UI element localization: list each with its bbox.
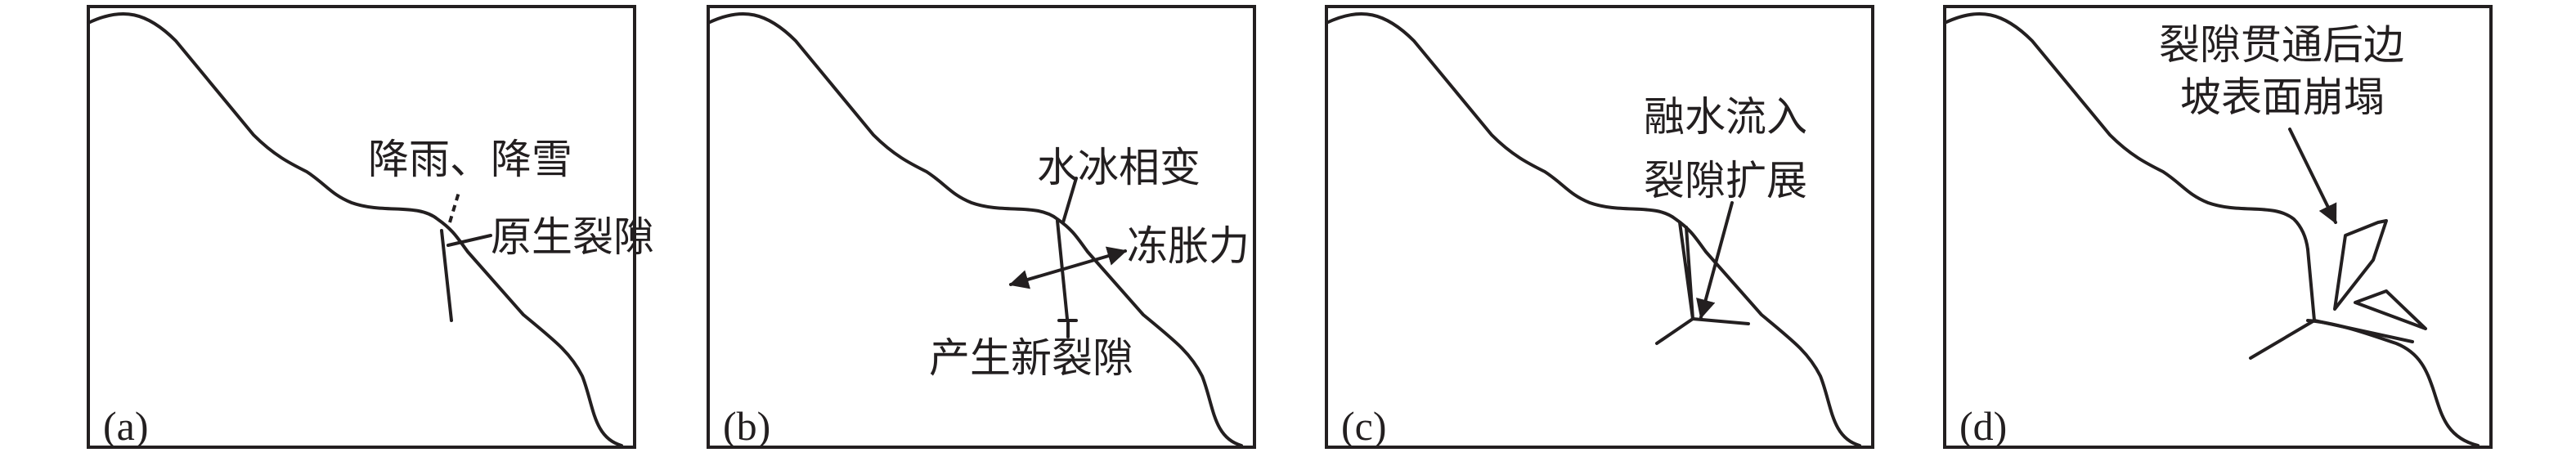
panel-d: 裂隙贯通后边 坡表面崩塌 (d) [1943,5,2493,449]
panel-c: 融水流入 裂隙扩展 (c) [1325,5,1874,449]
annotation-precipitation: 降雨、降雪 [368,136,572,183]
annotation-crack-expansion: 裂隙扩展 [1644,157,1807,204]
leader-line-a [447,234,492,247]
crack-branch-left-d [2249,319,2316,360]
panel-b-frame [707,5,1256,449]
slope-profile-d [1943,12,2309,251]
precipitation-mark-a [448,189,461,223]
annotation-crack-through: 裂隙贯通后边 [2159,21,2404,69]
panel-d-label: (d) [1959,403,2007,449]
collapsed-block-upper [2333,219,2388,311]
panel-a-label: (a) [103,403,149,449]
collapsed-block-lower [2354,289,2427,330]
slope-profile-b [707,12,1243,447]
slope-profile-a [87,12,623,447]
meltwater-arrow [1696,201,1734,320]
panel-c-frame [1325,5,1874,449]
panel-a: 降雨、降雪 原生裂隙 (a) [87,5,654,449]
crack-branch-left-c [1655,317,1694,345]
collapse-arrow [2288,128,2337,225]
slope-lower-d [2306,319,2480,447]
phase-change-leader-b [1061,177,1078,224]
annotation-surface-collapse: 坡表面崩塌 [2180,74,2385,121]
primary-crack-a [440,229,453,322]
crack-branch-right-c [1691,317,1750,325]
widened-crack-c [1678,221,1694,320]
panel-b-label: (b) [723,403,770,449]
panel-c-label: (c) [1341,403,1387,449]
annotation-new-crack: 产生新裂隙 [929,334,1133,382]
slope-profile-c [1325,12,1861,447]
crack-branch-right-d [2313,319,2414,343]
panel-a-frame [87,5,636,449]
panel-d-frame [1943,5,2493,449]
annotation-phase-change: 水冰相变 [1037,144,1200,191]
panel-b: 水冰相变 冻胀力 产生新裂隙 (b) [707,5,1256,449]
annotation-meltwater: 融水流入 [1644,93,1807,141]
frost-heave-arrows [1008,246,1128,289]
annotation-primary-crack: 原生裂隙 [491,213,654,261]
through-crack-d [2306,248,2316,322]
annotation-frost-heave: 冻胀力 [1127,222,1250,270]
